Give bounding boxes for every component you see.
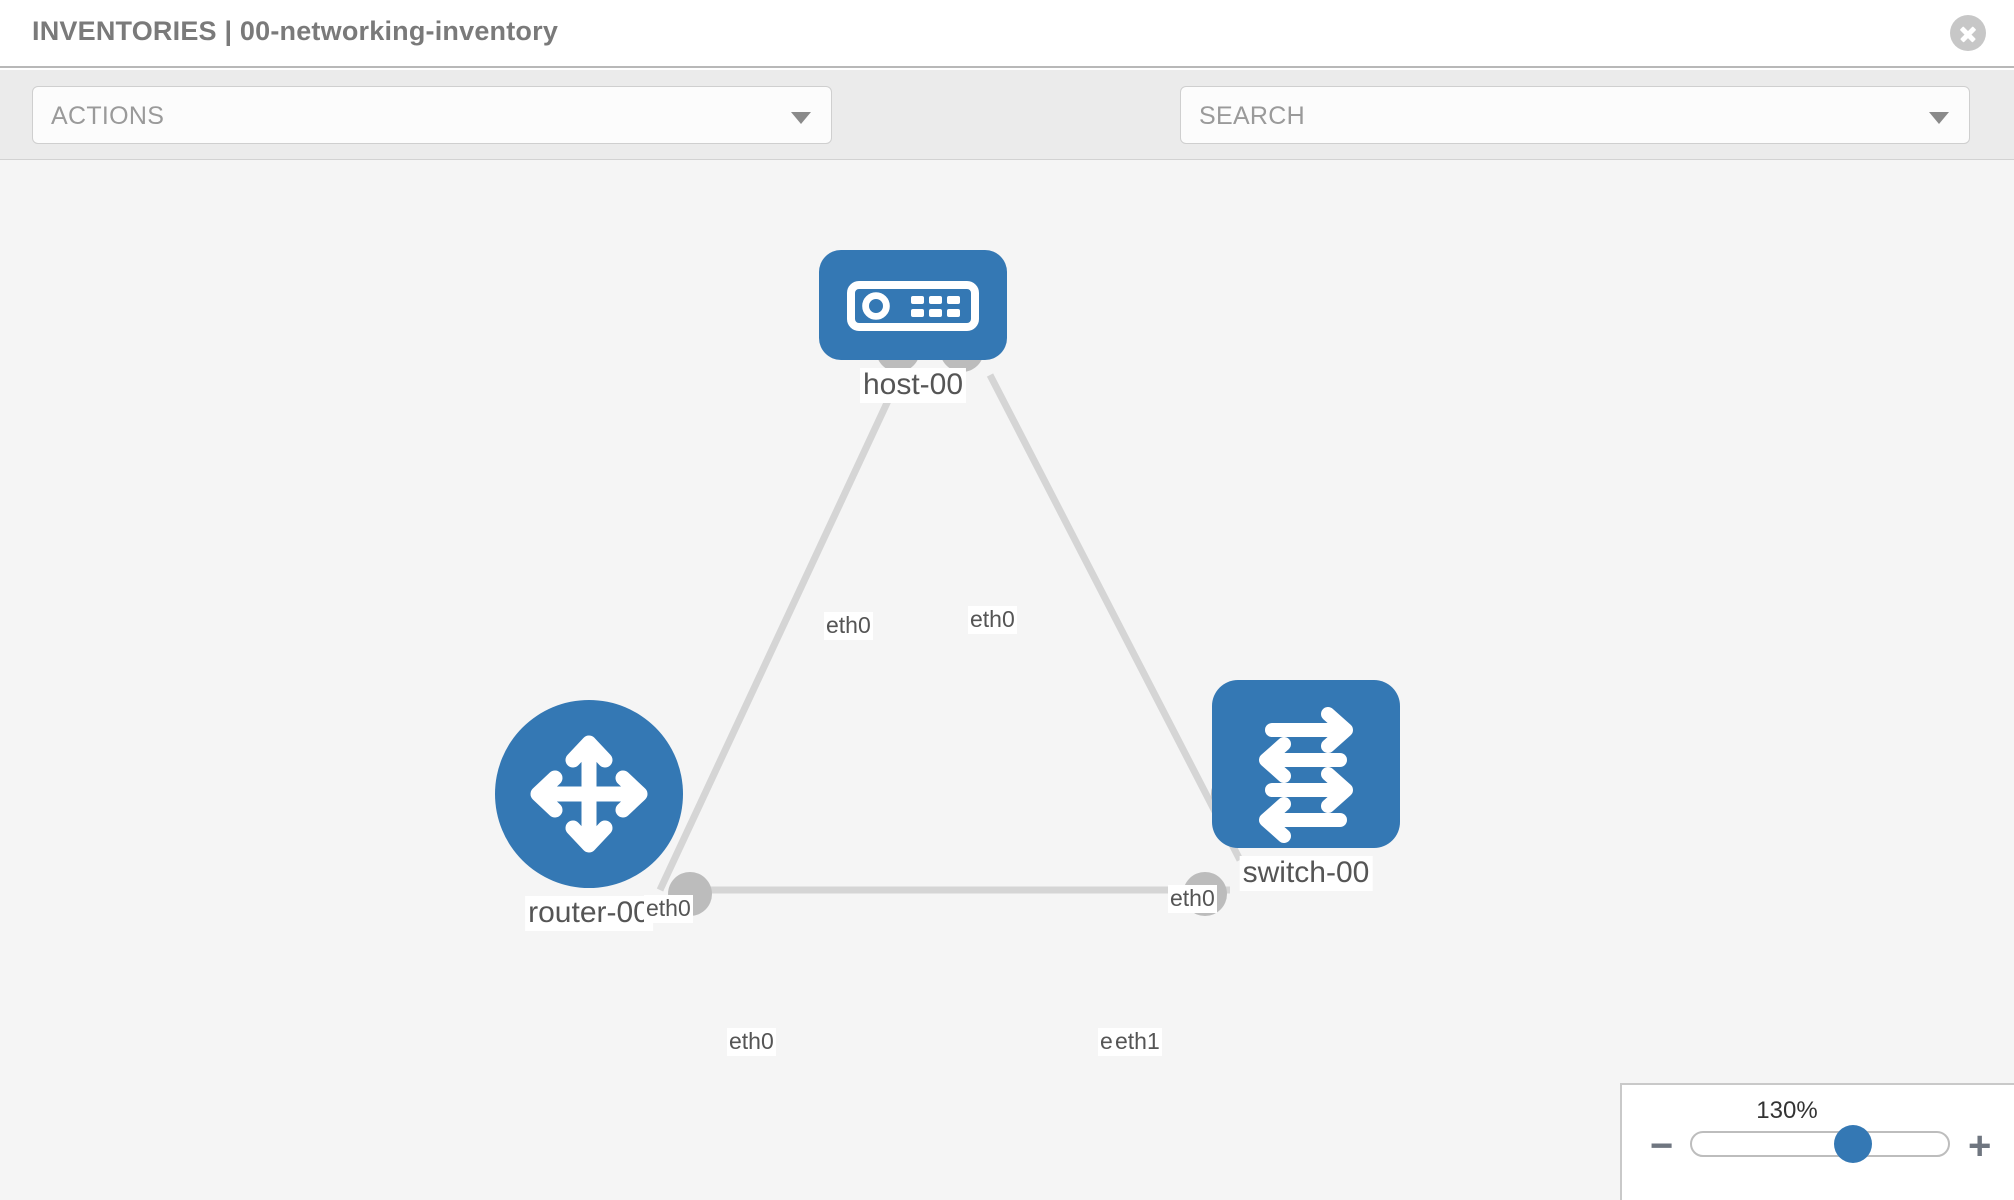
node-label-host: host-00 [859, 368, 967, 403]
node-label-router: router-00 [525, 896, 653, 931]
iface-label-router-eth0-up: eth0 [644, 895, 693, 923]
zoom-in-button[interactable]: + [1968, 1124, 1992, 1168]
iface-label-switch-eth1-left: eth1 [1113, 1028, 1162, 1056]
zoom-slider[interactable] [1690, 1125, 1950, 1163]
zoom-out-button[interactable]: − [1650, 1124, 1674, 1168]
page-title: INVENTORIES | 00-networking-inventory [32, 16, 559, 46]
iface-label-host-eth0-left: eth0 [824, 612, 873, 640]
server-icon [847, 281, 979, 331]
zoom-control-panel: 130% − + [1620, 1083, 2014, 1200]
node-switch-00[interactable]: switch-00 [1212, 680, 1400, 891]
link-router-host [656, 373, 904, 892]
iface-label-host-eth0-right: eth0 [968, 606, 1017, 634]
router-arrows-icon [530, 735, 648, 853]
chevron-down-icon [1929, 112, 1949, 124]
actions-dropdown-label: ACTIONS [51, 102, 165, 130]
iface-label-router-eth0-side: eth0 [727, 1028, 776, 1056]
node-router-00[interactable]: router-00 [495, 700, 683, 931]
switch-node-shape[interactable] [1212, 680, 1400, 848]
switch-arrows-icon [1259, 707, 1353, 843]
topology-edges [656, 373, 1244, 894]
close-icon[interactable] [1950, 15, 1986, 51]
topology-canvas[interactable]: host-00 eth0 eth0 router-00 eth0 eth0 [0, 160, 2014, 1200]
search-input[interactable]: SEARCH [1180, 86, 1970, 144]
router-node-shape[interactable] [495, 700, 683, 888]
actions-dropdown[interactable]: ACTIONS [32, 86, 832, 144]
search-placeholder: SEARCH [1199, 102, 1305, 130]
node-host-00[interactable]: host-00 [819, 250, 1007, 403]
page-header: INVENTORIES | 00-networking-inventory [0, 0, 2014, 68]
chevron-down-icon [791, 112, 811, 124]
link-host-switch [986, 373, 1244, 862]
toolbar: ACTIONS SEARCH [0, 70, 2014, 203]
zoom-level-value: 130% [1756, 1097, 1818, 1124]
zoom-slider-thumb[interactable] [1834, 1125, 1873, 1163]
node-label-switch: switch-00 [1239, 856, 1373, 891]
host-node-shape[interactable] [819, 250, 1007, 360]
iface-label-switch-eth0-top: eth0 [1168, 885, 1217, 913]
